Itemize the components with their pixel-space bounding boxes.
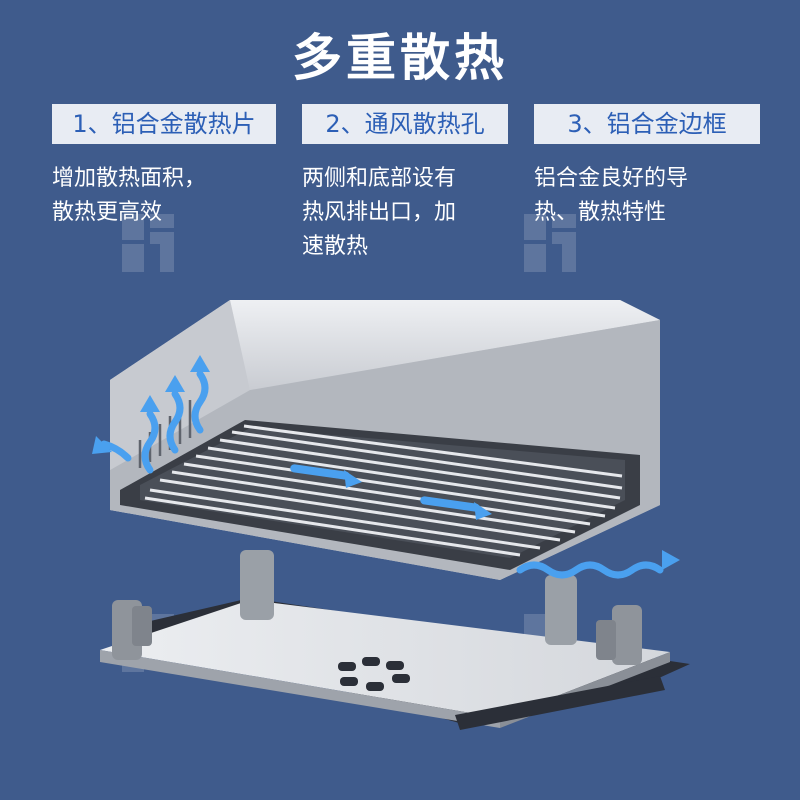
desc-line: 增加散热面积， (52, 166, 207, 191)
internal-airflow-arrows (290, 464, 492, 520)
base-plate (100, 598, 690, 730)
desc-line: 散热更高效 (52, 200, 163, 225)
desc-line: 热、散热特性 (534, 200, 667, 225)
desc-line: 速散热 (302, 234, 369, 259)
aluminum-case (110, 300, 660, 580)
feature-badge-heatsink: 1、铝合金散热片 (52, 104, 276, 144)
fan-vent-icon (338, 657, 410, 691)
standoff-posts (112, 550, 642, 665)
page-title: 多重散热 (292, 29, 508, 87)
airflow-arrowheads (92, 355, 680, 570)
feature-badge-vents: 2、通风散热孔 (302, 104, 508, 144)
side-vents (138, 400, 192, 468)
feature-desc-frame: 铝合金良好的导 热、散热特性 (534, 162, 688, 230)
feature-desc-heatsink: 增加散热面积， 散热更高效 (52, 162, 206, 230)
watermark-logo-icon (122, 214, 174, 272)
desc-line: 热风排出口，加 (302, 200, 457, 225)
desc-line: 铝合金良好的导 (534, 166, 689, 191)
desc-line: 两侧和底部设有 (302, 166, 457, 191)
airflow-arrow-icon (100, 370, 664, 579)
feature-badge-frame: 3、铝合金边框 (534, 104, 760, 144)
watermark-logo-icon (524, 214, 576, 272)
heatsink-fins (144, 424, 623, 557)
feature-desc-vents: 两侧和底部设有 热风排出口，加 速散热 (302, 162, 456, 264)
